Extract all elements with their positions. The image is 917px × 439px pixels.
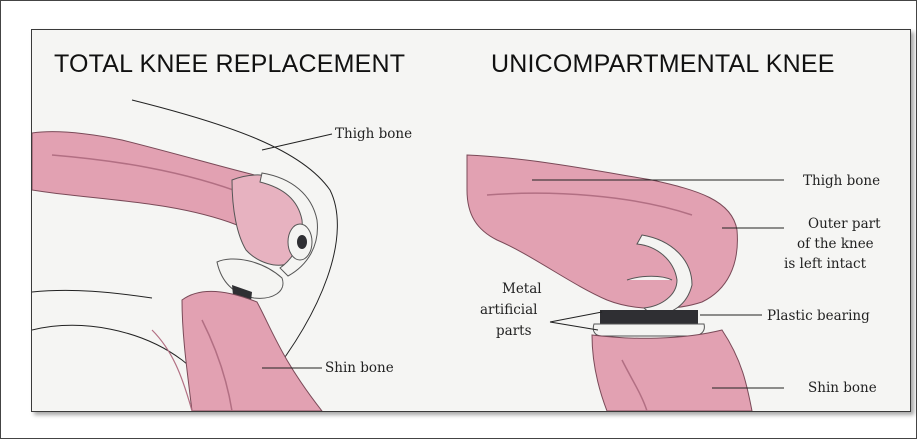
title-unicompartmental: UNICOMPARTMENTAL KNEE — [491, 50, 835, 78]
label-plastic-bearing: Plastic bearing — [767, 308, 870, 324]
shin-bone-left — [182, 291, 322, 411]
uni-tibial-tray — [593, 324, 704, 336]
label-metal-2: artificial — [480, 302, 538, 318]
label-thigh-bone-right: Thigh bone — [803, 173, 880, 189]
label-outer-part-2: of the knee — [797, 236, 874, 252]
label-thigh-bone-left: Thigh bone — [335, 126, 412, 142]
plastic-bearing — [600, 310, 698, 324]
leader-metal-lower — [550, 322, 598, 330]
leader-thigh-left — [262, 134, 332, 150]
label-outer-part-1: Outer part — [808, 216, 881, 232]
calf-outline — [32, 290, 152, 298]
diagram-panel: TOTAL KNEE REPLACEMENT UNICOMPARTMENTAL … — [31, 29, 911, 412]
label-shin-bone-left: Shin bone — [325, 360, 394, 376]
title-total-knee: TOTAL KNEE REPLACEMENT — [54, 50, 405, 78]
thigh-bone-left — [32, 132, 267, 225]
label-shin-bone-right: Shin bone — [808, 380, 877, 396]
leader-metal-upper — [550, 312, 602, 322]
total-knee-illustration — [32, 100, 337, 411]
label-metal-1: Metal — [502, 281, 542, 297]
knee-diagram: TOTAL KNEE REPLACEMENT UNICOMPARTMENTAL … — [32, 30, 910, 411]
label-metal-3: parts — [496, 323, 532, 339]
label-outer-part-3: is left intact — [784, 256, 867, 272]
kneecap-peg — [297, 235, 307, 249]
shin-bone-right — [592, 330, 752, 411]
